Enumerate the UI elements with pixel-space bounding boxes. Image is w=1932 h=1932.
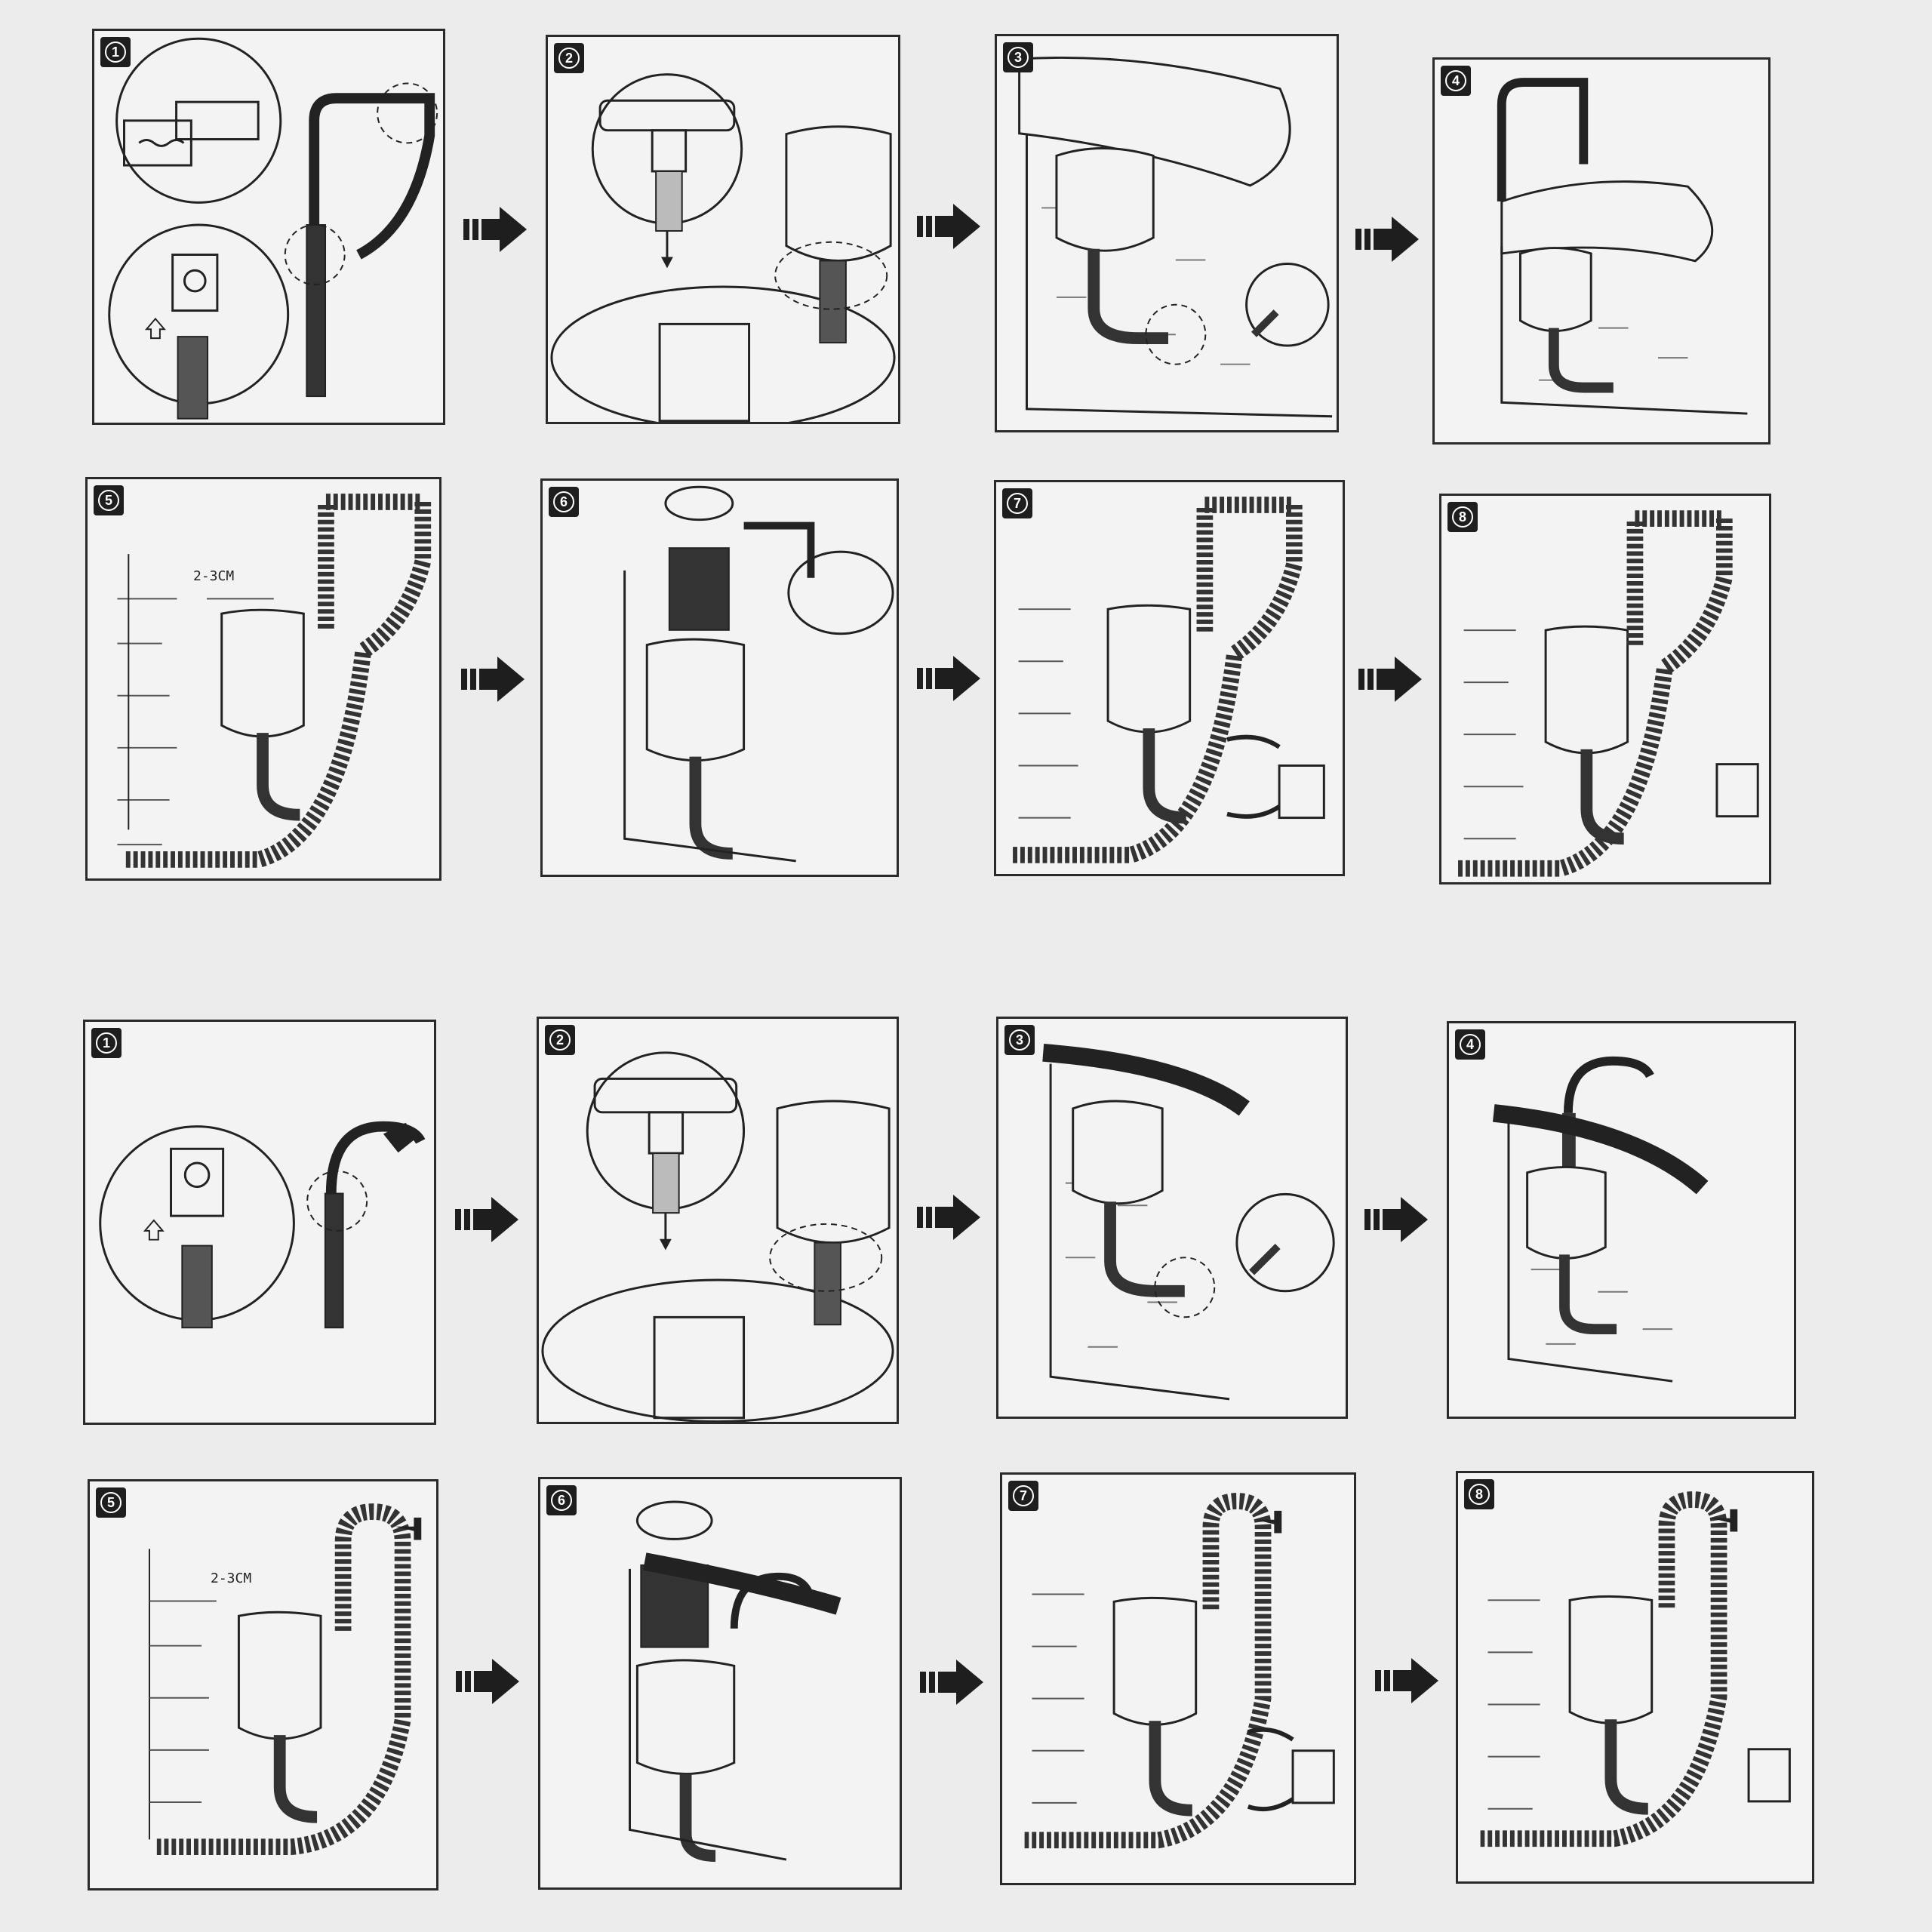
next-step-arrow-icon: [917, 202, 980, 251]
water-level-illustration: [148, 1503, 422, 1856]
step-panel-bottom-5: 5 2-3CM: [88, 1479, 438, 1890]
water-level-illustration: [117, 494, 432, 868]
hose-connect-illustration: [541, 1051, 894, 1422]
step-panel-top-4: 4: [1432, 57, 1770, 445]
step-panel-bottom-7: 7: [1000, 1472, 1356, 1885]
step-badge: 7: [1002, 488, 1032, 518]
step-badge: 1: [91, 1028, 122, 1058]
step-badge: 5: [94, 485, 124, 515]
step-panel-bottom-2: 2: [537, 1017, 899, 1424]
step-badge: 2: [554, 43, 584, 73]
step-badge: 3: [1004, 1025, 1035, 1055]
step-badge: 8: [1447, 502, 1478, 532]
next-step-arrow-icon: [1355, 215, 1419, 263]
next-step-arrow-icon: [1364, 1195, 1428, 1244]
next-step-arrow-icon: [917, 654, 980, 703]
water-level-measure-label: 2-3CM: [193, 568, 235, 584]
flow-check-illustration: [1480, 1491, 1791, 1847]
step-badge: 7: [1008, 1481, 1038, 1511]
step-panel-bottom-6: 6: [538, 1477, 902, 1890]
insert-basket-illustration: [629, 1500, 841, 1863]
clamp-assembly-illustration: [99, 1121, 426, 1329]
step-badge: 2: [545, 1025, 575, 1055]
step-panel-top-8: 8: [1439, 494, 1771, 884]
step-panel-top-5: 5 2-3CM: [85, 477, 441, 881]
water-level-measure-label: 2-3CM: [211, 1571, 252, 1586]
next-step-arrow-icon: [1358, 655, 1422, 703]
step-badge: 4: [1455, 1029, 1485, 1060]
next-step-arrow-icon: [455, 1195, 518, 1244]
next-step-arrow-icon: [920, 1658, 983, 1706]
next-step-arrow-icon: [917, 1193, 980, 1241]
connect-pump-illustration: [1024, 1493, 1335, 1849]
next-step-arrow-icon: [1375, 1657, 1438, 1705]
hang-clamp-illustration: [1492, 1056, 1709, 1383]
step-panel-top-2: 2: [546, 35, 900, 424]
bracket-assembly-illustration: [108, 37, 438, 420]
flow-check-illustration: [1456, 510, 1759, 877]
step-badge: 1: [100, 37, 131, 67]
step-badge: 5: [96, 1487, 126, 1518]
next-step-arrow-icon: [463, 205, 527, 254]
step-panel-bottom-4: 4: [1447, 1021, 1796, 1419]
step-badge: 8: [1464, 1479, 1494, 1509]
step-panel-top-6: 6: [540, 478, 899, 877]
attach-to-pool-wall-illustration: [1018, 56, 1333, 418]
step-badge: 6: [546, 1485, 577, 1515]
attach-to-pool-rail-illustration: [1042, 1044, 1335, 1401]
step-panel-bottom-8: 8: [1456, 1471, 1814, 1884]
step-badge: 3: [1003, 42, 1033, 72]
step-panel-top-3: 3: [995, 34, 1339, 432]
step-panel-top-1: 1: [92, 29, 445, 425]
hang-bracket-illustration: [1497, 78, 1748, 415]
step-badge: 4: [1441, 66, 1471, 96]
step-panel-bottom-3: 3: [996, 1017, 1348, 1419]
next-step-arrow-icon: [456, 1657, 519, 1706]
connect-pump-illustration: [1011, 497, 1325, 863]
step-panel-bottom-1: 1: [83, 1020, 436, 1425]
hose-connect-illustration: [550, 73, 896, 422]
insert-basket-illustration: [623, 485, 894, 863]
step-badge: 6: [549, 487, 579, 517]
next-step-arrow-icon: [461, 655, 525, 703]
step-panel-top-7: 7: [994, 480, 1345, 876]
